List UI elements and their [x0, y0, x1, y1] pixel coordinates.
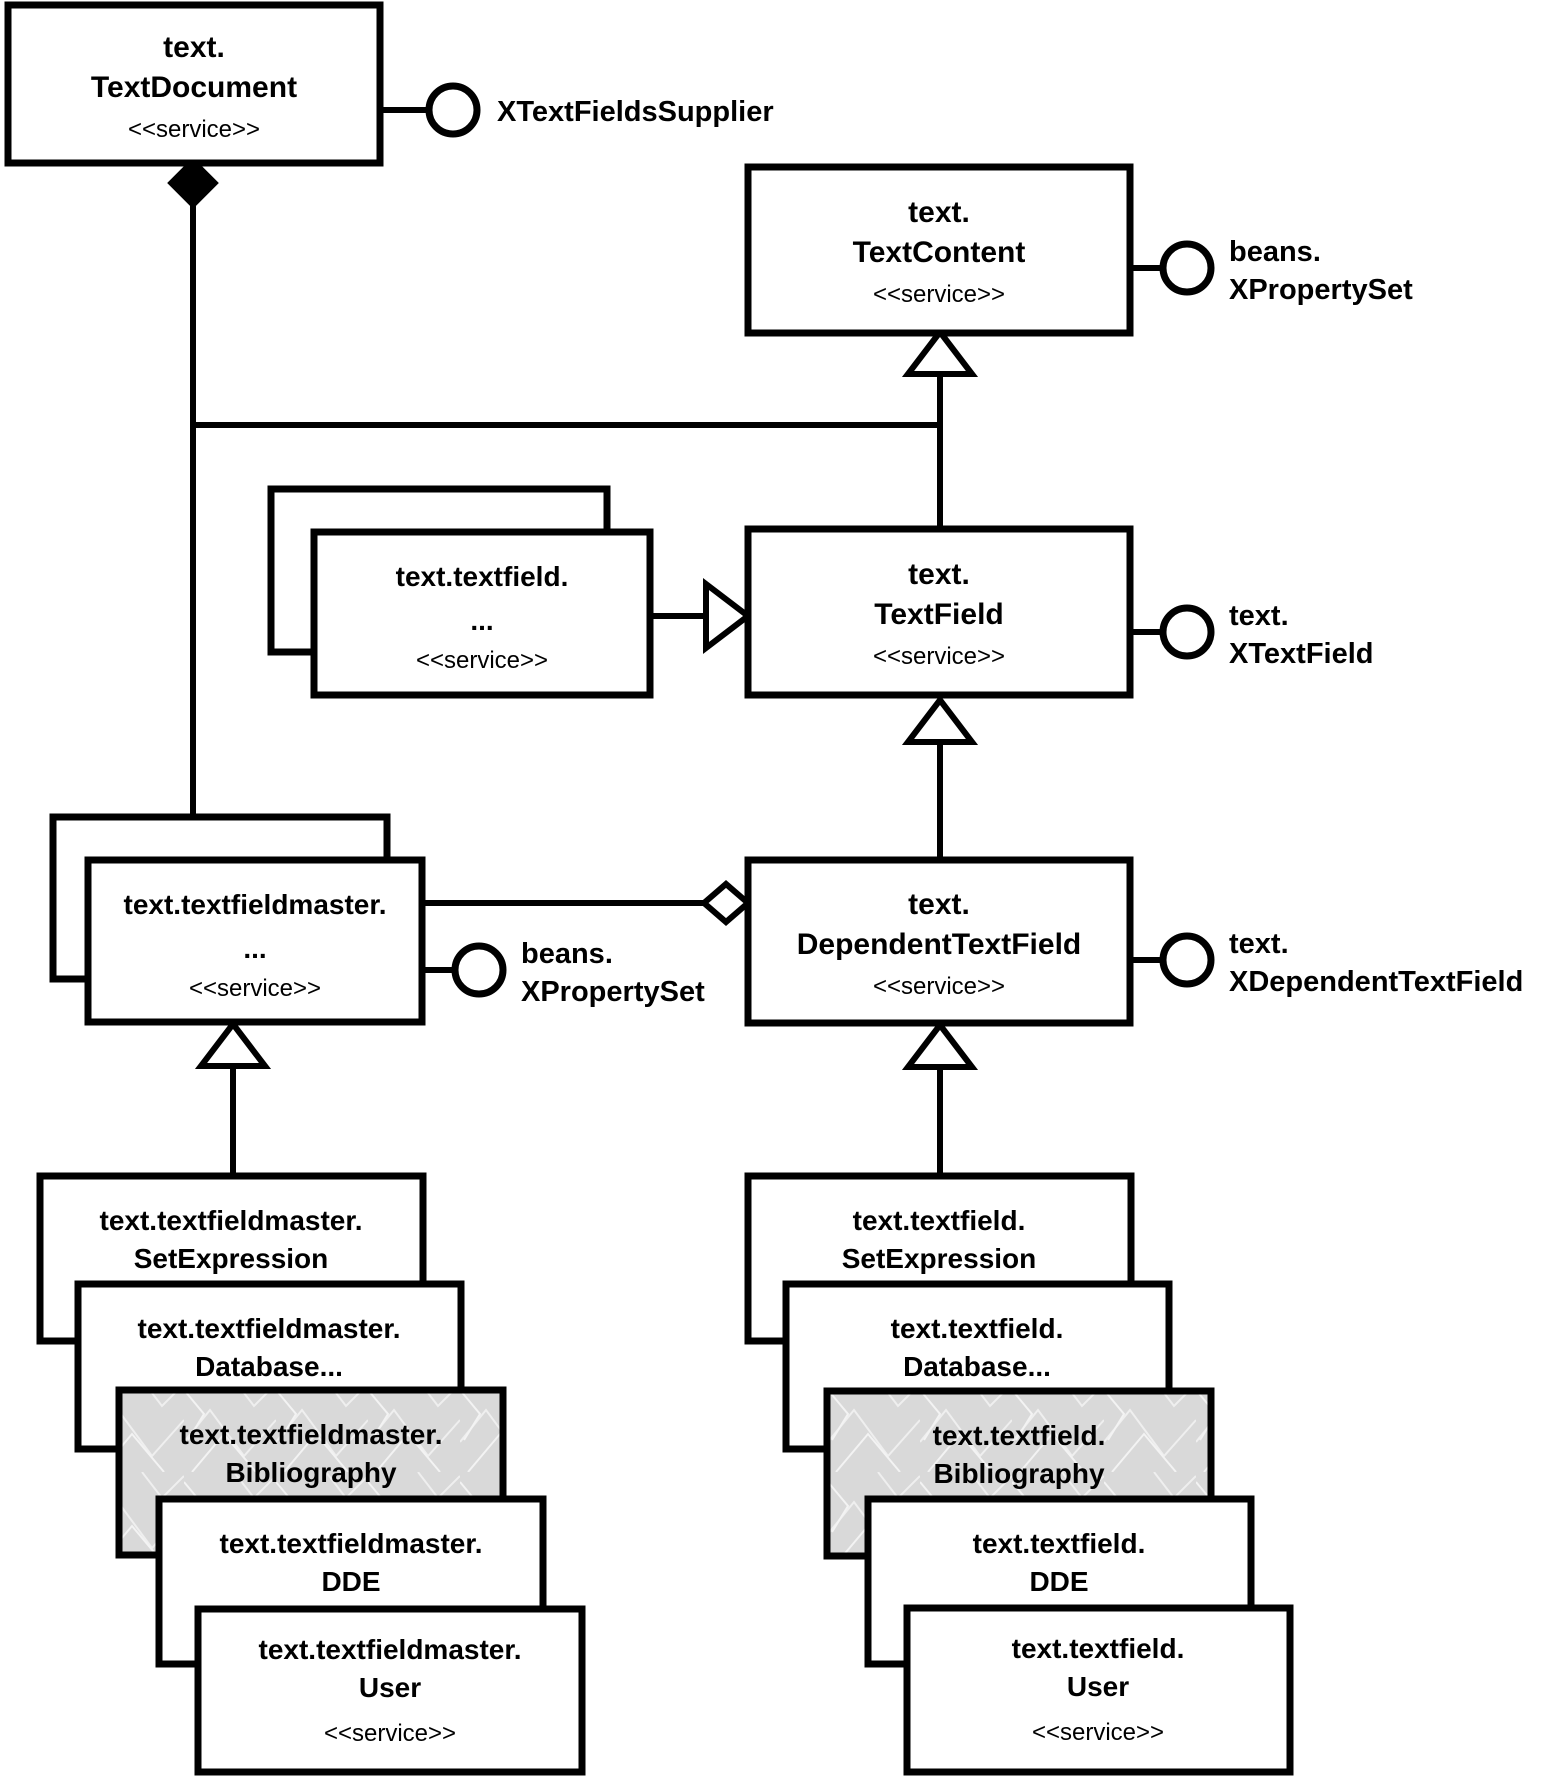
field-setexpression-line2: SetExpression [842, 1243, 1037, 1274]
master-setexpression-line2: SetExpression [134, 1243, 329, 1274]
textfield-title1: text. [908, 558, 970, 591]
master-setexpression-line1: text.textfieldmaster. [100, 1205, 363, 1236]
dependenttextfield-title1: text. [908, 888, 970, 921]
textfieldmaster-group-title: text.textfieldmaster. [124, 889, 387, 920]
textfield-group-front-box [310, 528, 654, 699]
composition-diamond-icon [167, 157, 219, 209]
textcontent-title1: text. [908, 196, 970, 229]
xtextfield-interface-label1: text. [1229, 600, 1289, 632]
content-propertyset-label1: beans. [1229, 236, 1321, 268]
textfieldmaster-group-stereotype: <<service>> [189, 975, 321, 1002]
textfield-title2: TextField [874, 598, 1003, 631]
dependenttextfield-title2: DependentTextField [797, 928, 1081, 961]
field-user-line1: text.textfield. [1012, 1633, 1185, 1664]
aggregation-diamond-icon [699, 880, 753, 926]
textcontent-box [744, 163, 1134, 337]
master-propertyset-icon [451, 942, 507, 998]
textcontent-title2: TextContent [853, 236, 1026, 269]
field-user-stereotype: <<service>> [1032, 1719, 1164, 1746]
master-user-line2: User [359, 1672, 421, 1703]
supplier-interface-icon [425, 82, 481, 138]
master-dde-line2: DDE [321, 1566, 380, 1597]
master-user-box [194, 1605, 586, 1776]
generalization-triangle-right-icon [703, 577, 753, 655]
xtextfield-interface-icon [1159, 604, 1215, 660]
master-user-line1: text.textfieldmaster. [259, 1634, 522, 1665]
textfield-group-ellipsis: ... [470, 605, 493, 636]
master-bibliography-line1: text.textfieldmaster. [180, 1419, 443, 1450]
supplier-interface-label: XTextFieldsSupplier [497, 96, 774, 128]
master-user-stereotype: <<service>> [324, 1720, 456, 1747]
field-bibliography-line2: Bibliography [933, 1458, 1105, 1489]
inheritance-triangle-dependent-icon [901, 1020, 979, 1070]
field-database-line1: text.textfield. [891, 1313, 1064, 1344]
master-database-line2: Database... [195, 1351, 343, 1382]
field-user-box [903, 1604, 1294, 1776]
textfieldmaster-group-ellipsis: ... [243, 933, 266, 964]
field-database-line2: Database... [903, 1351, 1051, 1382]
inheritance-triangle-textcontent-icon [901, 327, 979, 377]
content-propertyset-icon [1159, 240, 1215, 296]
textdocument-title2: TextDocument [91, 71, 297, 104]
dependenttextfield-stereotype: <<service>> [873, 973, 1005, 1000]
xdependenttextfield-interface-icon [1159, 932, 1215, 988]
field-bibliography-line1: text.textfield. [933, 1420, 1106, 1451]
master-propertyset-label2: XPropertySet [521, 976, 705, 1008]
field-setexpression-line1: text.textfield. [853, 1205, 1026, 1236]
textcontent-stereotype: <<service>> [873, 281, 1005, 308]
inheritance-triangle-master-icon [194, 1019, 272, 1069]
content-propertyset-label2: XPropertySet [1229, 274, 1413, 306]
textdocument-stereotype: <<service>> [128, 116, 260, 143]
textfield-box [744, 525, 1134, 699]
textfield-group-title: text.textfield. [396, 561, 569, 592]
textdocument-box [4, 1, 384, 167]
textfieldmaster-group-front-box [84, 856, 426, 1026]
master-bibliography-line2: Bibliography [225, 1457, 397, 1488]
field-dde-line2: DDE [1029, 1566, 1088, 1597]
master-dde-line1: text.textfieldmaster. [220, 1528, 483, 1559]
textfield-group-stereotype: <<service>> [416, 647, 548, 674]
dependenttextfield-box [744, 856, 1134, 1027]
xdependenttextfield-interface-label2: XDependentTextField [1229, 966, 1523, 998]
xdependenttextfield-interface-label1: text. [1229, 928, 1289, 960]
inheritance-triangle-textfield-icon [901, 695, 979, 745]
master-database-line1: text.textfieldmaster. [138, 1313, 401, 1344]
textfield-stereotype: <<service>> [873, 643, 1005, 670]
field-user-line2: User [1067, 1671, 1129, 1702]
field-dde-line1: text.textfield. [973, 1528, 1146, 1559]
master-propertyset-label1: beans. [521, 938, 613, 970]
textdocument-title1: text. [163, 31, 225, 64]
xtextfield-interface-label2: XTextField [1229, 638, 1374, 670]
